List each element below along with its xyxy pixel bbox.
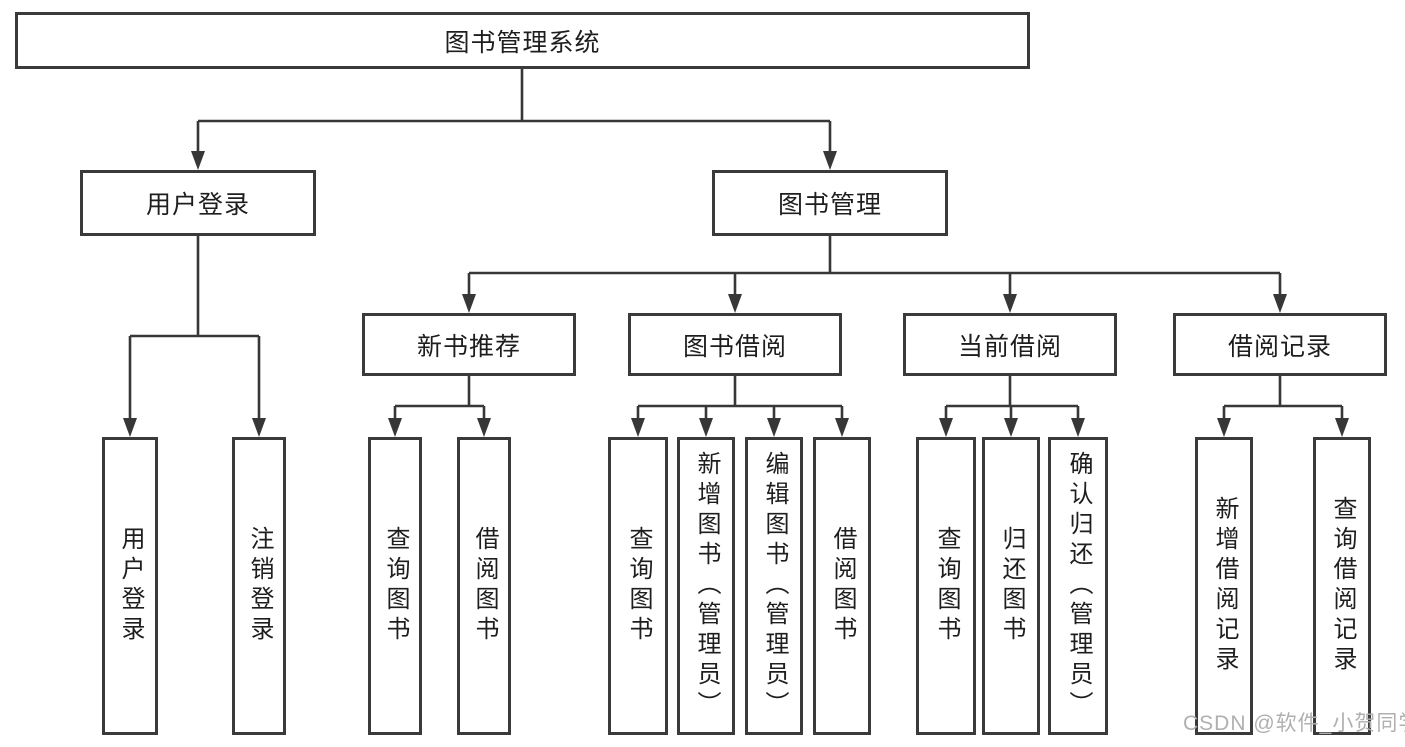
- node-add-borrow-record: 新增借阅记录: [1195, 437, 1253, 735]
- node-confirm-return-admin-label: 确认归还（管理员）: [1065, 451, 1092, 721]
- node-query-books-current-label: 查询图书: [933, 526, 960, 646]
- node-query-books-newbooks: 查询图书: [368, 437, 422, 735]
- watermark: CSDN @软件_小贺同学: [1183, 712, 1405, 735]
- connector-borrow-records-to-leaves: [1217, 376, 1349, 437]
- node-query-borrow-record-label: 查询借阅记录: [1329, 496, 1356, 676]
- node-borrow-books-leaf-label: 借阅图书: [829, 526, 856, 646]
- node-query-books-newbooks-label: 查询图书: [382, 526, 409, 646]
- node-logout-leaf-label: 注销登录: [246, 526, 273, 646]
- node-new-book-recommendation: 新书推荐: [362, 313, 576, 376]
- node-borrow-books-newbooks-label: 借阅图书: [471, 526, 498, 646]
- node-borrow-books-newbooks: 借阅图书: [457, 437, 511, 735]
- connector-book-management-to-level3: [462, 236, 1287, 313]
- node-book-borrowing: 图书借阅: [628, 313, 842, 376]
- node-edit-books-admin-label: 编辑图书（管理员）: [761, 451, 788, 721]
- node-confirm-return-admin: 确认归还（管理员）: [1048, 437, 1108, 735]
- connector-book-borrow-to-leaves: [631, 376, 849, 437]
- node-query-borrow-record: 查询借阅记录: [1313, 437, 1371, 735]
- node-logout-leaf: 注销登录: [232, 437, 286, 735]
- node-query-books-borrow-label: 查询图书: [625, 526, 652, 646]
- node-query-books-current: 查询图书: [916, 437, 976, 735]
- connector-root-to-level2: [191, 69, 837, 170]
- node-borrowing-records: 借阅记录: [1173, 313, 1387, 376]
- node-library-management-system: 图书管理系统: [15, 12, 1030, 69]
- node-return-books: 归还图书: [982, 437, 1040, 735]
- connector-new-books-to-leaves: [388, 376, 491, 437]
- node-edit-books-admin: 编辑图书（管理员）: [745, 437, 803, 735]
- node-query-books-borrow: 查询图书: [608, 437, 668, 735]
- node-user-login-leaf-label: 用户登录: [117, 526, 144, 646]
- node-current-borrowing: 当前借阅: [903, 313, 1117, 376]
- node-user-login-leaf: 用户登录: [102, 437, 158, 735]
- node-add-books-admin: 新增图书（管理员）: [677, 437, 735, 735]
- node-book-management: 图书管理: [712, 170, 948, 236]
- node-borrow-books-leaf: 借阅图书: [813, 437, 871, 735]
- connector-user-login-to-leaves: [123, 236, 266, 437]
- node-add-borrow-record-label: 新增借阅记录: [1211, 496, 1238, 676]
- node-user-login: 用户登录: [80, 170, 316, 236]
- node-return-books-label: 归还图书: [998, 526, 1025, 646]
- connector-current-borrow-to-leaves: [939, 376, 1085, 437]
- node-add-books-admin-label: 新增图书（管理员）: [693, 451, 720, 721]
